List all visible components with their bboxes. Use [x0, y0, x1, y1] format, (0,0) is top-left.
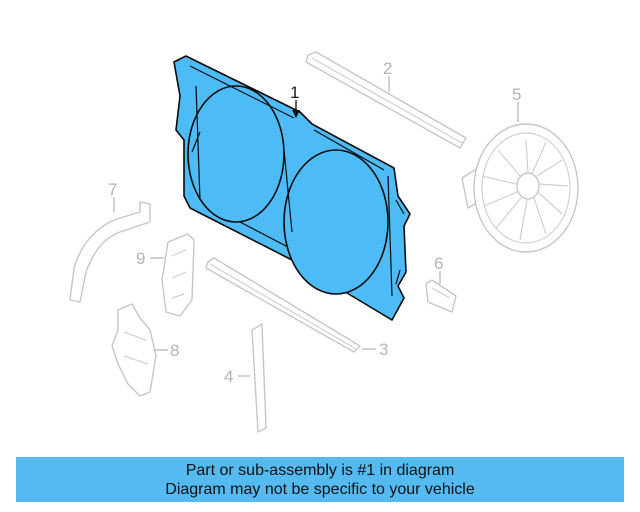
leader-lines: [113, 76, 519, 377]
caption-line-1: Part or sub-assembly is #1 in diagram: [185, 461, 455, 479]
part-2-upper-seal: [305, 51, 467, 149]
caption-bar: Part or sub-assembly is #1 in diagram Di…: [16, 457, 624, 502]
part-8-lower-bracket: [111, 303, 157, 397]
callout-9: 9: [136, 249, 145, 268]
callout-4: 4: [224, 367, 233, 386]
callout-6: 6: [434, 254, 443, 273]
callout-1: 1: [290, 83, 299, 102]
leader-1-arrow: [292, 110, 300, 118]
callout-2: 2: [383, 59, 392, 78]
callout-5: 5: [512, 85, 521, 104]
callout-3: 3: [379, 340, 388, 359]
shroud-ring-right: [283, 149, 389, 295]
part-9-clip: [161, 233, 195, 317]
part-1-fan-shroud: [173, 55, 411, 321]
part-4-vertical-strip: [251, 323, 267, 433]
part-7-bracket: [69, 201, 151, 303]
part-6-small-clip: [425, 279, 457, 313]
callout-8: 8: [170, 341, 179, 360]
callout-7: 7: [108, 180, 117, 199]
part-5-fan: [461, 123, 579, 253]
shroud-details: [189, 65, 405, 297]
caption-line-2: Diagram may not be specific to your vehi…: [165, 480, 475, 498]
part-3-lower-seal: [205, 257, 361, 353]
